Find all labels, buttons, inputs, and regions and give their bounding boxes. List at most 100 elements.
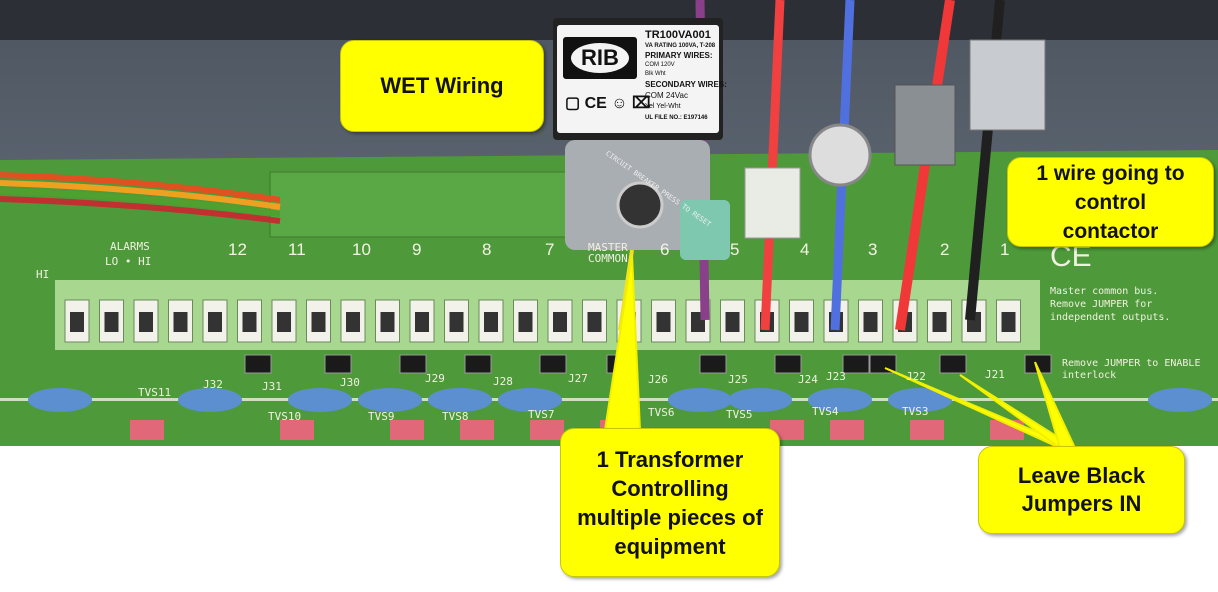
terminal-screw <box>478 299 504 343</box>
terminal-screw <box>202 299 228 343</box>
terminal-screw <box>409 299 435 343</box>
jumper-J24 <box>842 354 870 374</box>
tvs-diode <box>358 388 422 412</box>
fuse <box>460 420 494 440</box>
tvs-diode <box>498 388 562 412</box>
jumper-J26 <box>699 354 727 374</box>
jumper-label: J32 <box>203 378 223 391</box>
jumper-label: J30 <box>340 376 360 389</box>
tvs-diode <box>428 388 492 412</box>
jumper-label: J24 <box>798 373 818 386</box>
terminal-screw <box>168 299 193 343</box>
terminal-number: 4 <box>800 240 810 259</box>
jumper-J30 <box>399 354 427 374</box>
jumper-label: J26 <box>648 373 668 386</box>
terminal-screw <box>444 299 469 343</box>
tvs-label: TVS6 <box>648 406 675 419</box>
alarms-label: ALARMS <box>110 240 150 253</box>
tvs-label: TVS8 <box>442 410 469 423</box>
tvs-diode <box>728 388 792 412</box>
callout-transformer: 1 Transformer Controlling multiple piece… <box>560 428 780 577</box>
tvs-diode <box>28 388 92 412</box>
terminal-number: 2 <box>940 240 950 259</box>
jumper-label: J23 <box>826 370 846 383</box>
terminal-number: 9 <box>412 240 422 259</box>
lo-hi-label: LO • HI <box>105 255 152 268</box>
tvs-label: TVS7 <box>528 408 555 421</box>
terminal-number: 3 <box>868 240 878 259</box>
hi-label: HI <box>36 268 50 281</box>
terminal-number: 1 <box>1000 240 1010 259</box>
jumper-label: J29 <box>425 372 445 385</box>
terminal-number: 6 <box>660 240 670 259</box>
tvs-label: TVS10 <box>268 410 302 423</box>
master-bus-note: Master common bus. Remove JUMPER for ind… <box>1050 286 1171 323</box>
jumper-J22 <box>939 354 967 374</box>
secondary-colors: Yel Yel-Wht <box>645 103 681 110</box>
jumper-label: J28 <box>493 375 513 388</box>
callout-leave-jumpers: Leave Black Jumpers IN <box>978 446 1185 534</box>
secondary-wires: SECONDARY WIRES: <box>645 80 727 89</box>
jumper-label: J22 <box>906 370 926 383</box>
primary-colors: Blk Wht <box>645 71 666 77</box>
primary-wires: PRIMARY WIRES: <box>645 51 713 60</box>
tvs-diode <box>668 388 732 412</box>
jumper-J29 <box>464 354 492 374</box>
terminal-screw <box>271 299 297 343</box>
fuse <box>130 420 164 440</box>
terminal-number: 8 <box>482 240 492 259</box>
secondary-values: COM 24Vac <box>645 91 688 100</box>
interlock-note: Remove JUMPER to ENABLE interlock <box>1062 358 1201 381</box>
terminal-screw <box>582 299 607 343</box>
terminal-screw <box>789 299 814 343</box>
jumper-J28 <box>539 354 567 374</box>
callout-contactor-wire: 1 wire going to control contactor <box>1007 157 1214 247</box>
ribbon-cable <box>0 172 281 224</box>
jumper-label: J21 <box>985 368 1005 381</box>
tvs-diode <box>888 388 952 412</box>
callout-text: Leave Black Jumpers IN <box>1017 463 1146 516</box>
jumper-label: J25 <box>728 373 748 386</box>
valve-icon <box>680 200 730 260</box>
model-number: TR100VA001 <box>645 29 711 41</box>
terminal-screw <box>340 299 366 343</box>
tvs-label: TVS4 <box>812 405 839 418</box>
fan-icon <box>808 123 872 187</box>
tvs-label: TVS3 <box>902 405 929 418</box>
fuse <box>530 420 564 440</box>
fuse <box>390 420 424 440</box>
terminal-number: 11 <box>288 240 306 259</box>
terminal-screw <box>927 299 952 343</box>
callout-text: 1 wire going to control contactor <box>1036 161 1185 243</box>
va-rating: VA RATING 100VA, T-208 <box>645 43 716 49</box>
terminal-screw <box>306 299 331 343</box>
terminal-screw <box>375 299 400 343</box>
terminal-number: 12 <box>228 240 247 259</box>
jumper-J32 <box>244 354 272 374</box>
terminal-number: 7 <box>545 240 555 259</box>
master-common-label: MASTER COMMON <box>588 241 628 265</box>
terminal-screw <box>720 299 745 343</box>
jumper-J23 <box>869 354 897 374</box>
condenser-icon <box>894 84 956 166</box>
rib-logo: RIB <box>563 37 637 79</box>
fuse <box>910 420 944 440</box>
jumper-label: J31 <box>262 380 282 393</box>
equipment-icons <box>680 39 1046 260</box>
terminal-screw <box>547 299 573 343</box>
shutter-icon <box>744 167 801 239</box>
terminal-screw <box>996 299 1021 343</box>
terminal-screw <box>133 299 159 343</box>
terminal-screw <box>99 299 124 343</box>
ul-file: UL FILE NO.: E197146 <box>645 115 708 121</box>
callout-wet-wiring: WET Wiring <box>340 40 544 132</box>
reset-button <box>616 181 664 229</box>
tvs-label: TVS9 <box>368 410 395 423</box>
terminal-screw <box>858 299 883 343</box>
jumper-label: J27 <box>568 372 588 385</box>
primary-values: COM 120V <box>645 62 675 68</box>
terminal-number: 5 <box>730 240 740 259</box>
tvs-diode <box>1148 388 1212 412</box>
tvs-diode <box>808 388 872 412</box>
terminal-screw <box>64 299 90 343</box>
